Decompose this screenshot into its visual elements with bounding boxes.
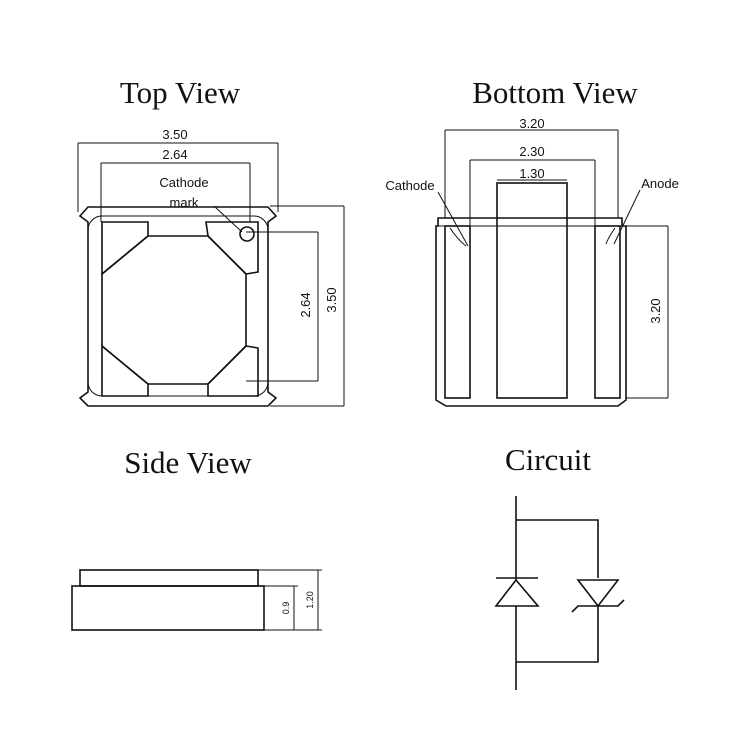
top-view-title: Top View [120,75,241,110]
bottom-view-anode-pad [594,225,621,399]
cathode-mark-circle [239,226,255,242]
top-view-inner-frame [87,215,269,397]
top-view-pad-bottom-left [101,344,149,397]
cathode-mark-label: Cathode [159,175,208,190]
bottom-view-dim-height-label: 3.20 [648,298,663,323]
bottom-view-dim-outer-width-label: 3.20 [519,116,544,131]
bottom-view-anode-arc [605,227,616,245]
cathode-mark-label-2: mark [170,195,199,210]
circuit-bottom-branch [516,606,599,663]
side-view: 0.9 1.20 [71,569,322,631]
top-view-lens [101,235,247,385]
bottom-view-cathode-leader [437,191,469,247]
bottom-view-anode-label: Anode [641,176,679,191]
top-view-pad-top-left [101,221,149,276]
top-view-dim-outer-height: 3.50 [270,205,345,407]
top-view-dim-inner-width: 2.64 [100,147,251,222]
bottom-view-dim-outer-width: 3.20 [444,116,619,218]
side-view-title: Side View [124,445,252,480]
side-view-dim-total-label: 1.20 [305,591,315,609]
bottom-view-dim-mid-width: 2.30 [469,144,596,226]
bottom-view-package-outline [435,217,627,407]
bottom-view-dim-inner-width-label: 1.30 [519,166,544,181]
side-view-dim-body-label: 0.9 [281,602,291,615]
bottom-view-center-pad [496,182,568,399]
bottom-view-cathode-arc [449,227,467,247]
top-view-dim-inner-width-label: 2.64 [162,147,187,162]
bottom-view-dim-mid-width-label: 2.30 [519,144,544,159]
top-view-dim-outer-width-label: 3.50 [162,127,187,142]
bottom-view-dim-inner-width: 1.30 [497,166,567,181]
top-view-package-outline [78,206,278,407]
top-view-dim-outer-width: 3.50 [77,127,279,212]
top-view: Cathode mark 3.50 2.64 2.64 3.50 [77,127,345,407]
top-view-dim-inner-height-label: 2.64 [298,292,313,317]
circuit-schematic [494,496,625,690]
top-view-pad-top-right [205,221,259,275]
circuit-diode-left [494,577,540,607]
top-view-dim-inner-height: 2.64 [246,231,319,382]
bottom-view-cathode-pad [444,225,471,399]
bottom-view-dim-height: 3.20 [626,225,669,399]
circuit-diode-right [571,579,625,613]
top-view-pad-bottom-right [207,345,259,397]
bottom-view-anode-leader [613,189,641,245]
circuit-title: Circuit [505,442,591,477]
side-view-body [71,585,265,631]
bottom-view: 3.20 2.30 1.30 3.20 Cathode Anode [385,116,679,407]
top-view-dim-outer-height-label: 3.50 [324,287,339,312]
side-view-lens-layer [79,569,259,587]
circuit-top-branch [516,519,599,578]
cathode-mark-leader [213,205,243,233]
bottom-view-cathode-label: Cathode [385,178,434,193]
bottom-view-title: Bottom View [472,75,638,110]
